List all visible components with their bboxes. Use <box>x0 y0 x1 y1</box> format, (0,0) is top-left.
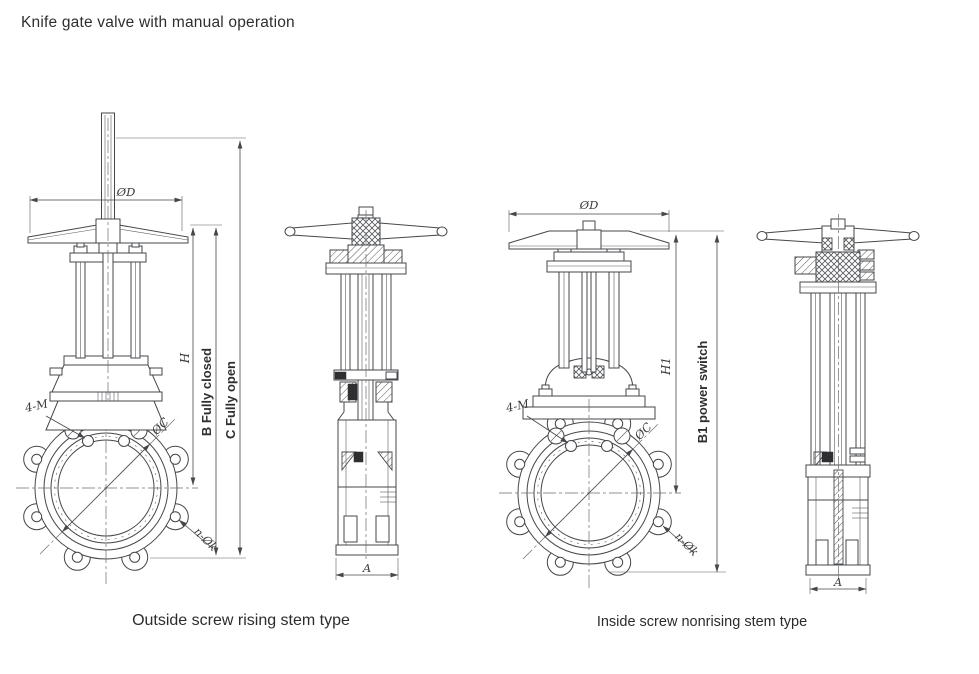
dim-label-power-switch: B1 power switch <box>695 341 710 444</box>
dim-label-face-to-face-right: A <box>833 575 842 589</box>
dim-label-face-to-face-left: A <box>362 561 371 575</box>
dim-label-height-h1: H1 <box>659 357 673 376</box>
gland-screw-icon <box>547 427 631 452</box>
dim-label-fully-open: C Fully open <box>223 361 238 439</box>
outside-screw-front-view-drawing: ØD H B Fully closed C Fully open 4-M ØC … <box>16 112 246 584</box>
caption-outside-screw-type: Outside screw rising stem type <box>132 612 350 629</box>
dim-label-fully-closed: B Fully closed <box>199 348 214 436</box>
outside-screw-side-view-drawing: A <box>284 206 448 580</box>
dim-label-height-h: H <box>178 352 192 364</box>
inside-screw-front-view-drawing: ØD H1 B1 power switch 4-M ØC n-Øk <box>499 198 726 589</box>
dim-label-handwheel-diameter-left: ØD <box>116 185 136 199</box>
label-tapped-holes-left: 4-M <box>23 396 51 415</box>
page-title: Knife gate valve with manual operation <box>21 14 295 31</box>
label-bolt-holes-right: n-Øk <box>672 529 702 559</box>
caption-inside-screw-type: Inside screw nonrising stem type <box>596 614 808 630</box>
label-tapped-holes-right: 4-M <box>504 396 532 415</box>
dim-label-handwheel-diameter-right: ØD <box>579 198 599 212</box>
inside-screw-side-view-drawing: A <box>756 214 920 594</box>
